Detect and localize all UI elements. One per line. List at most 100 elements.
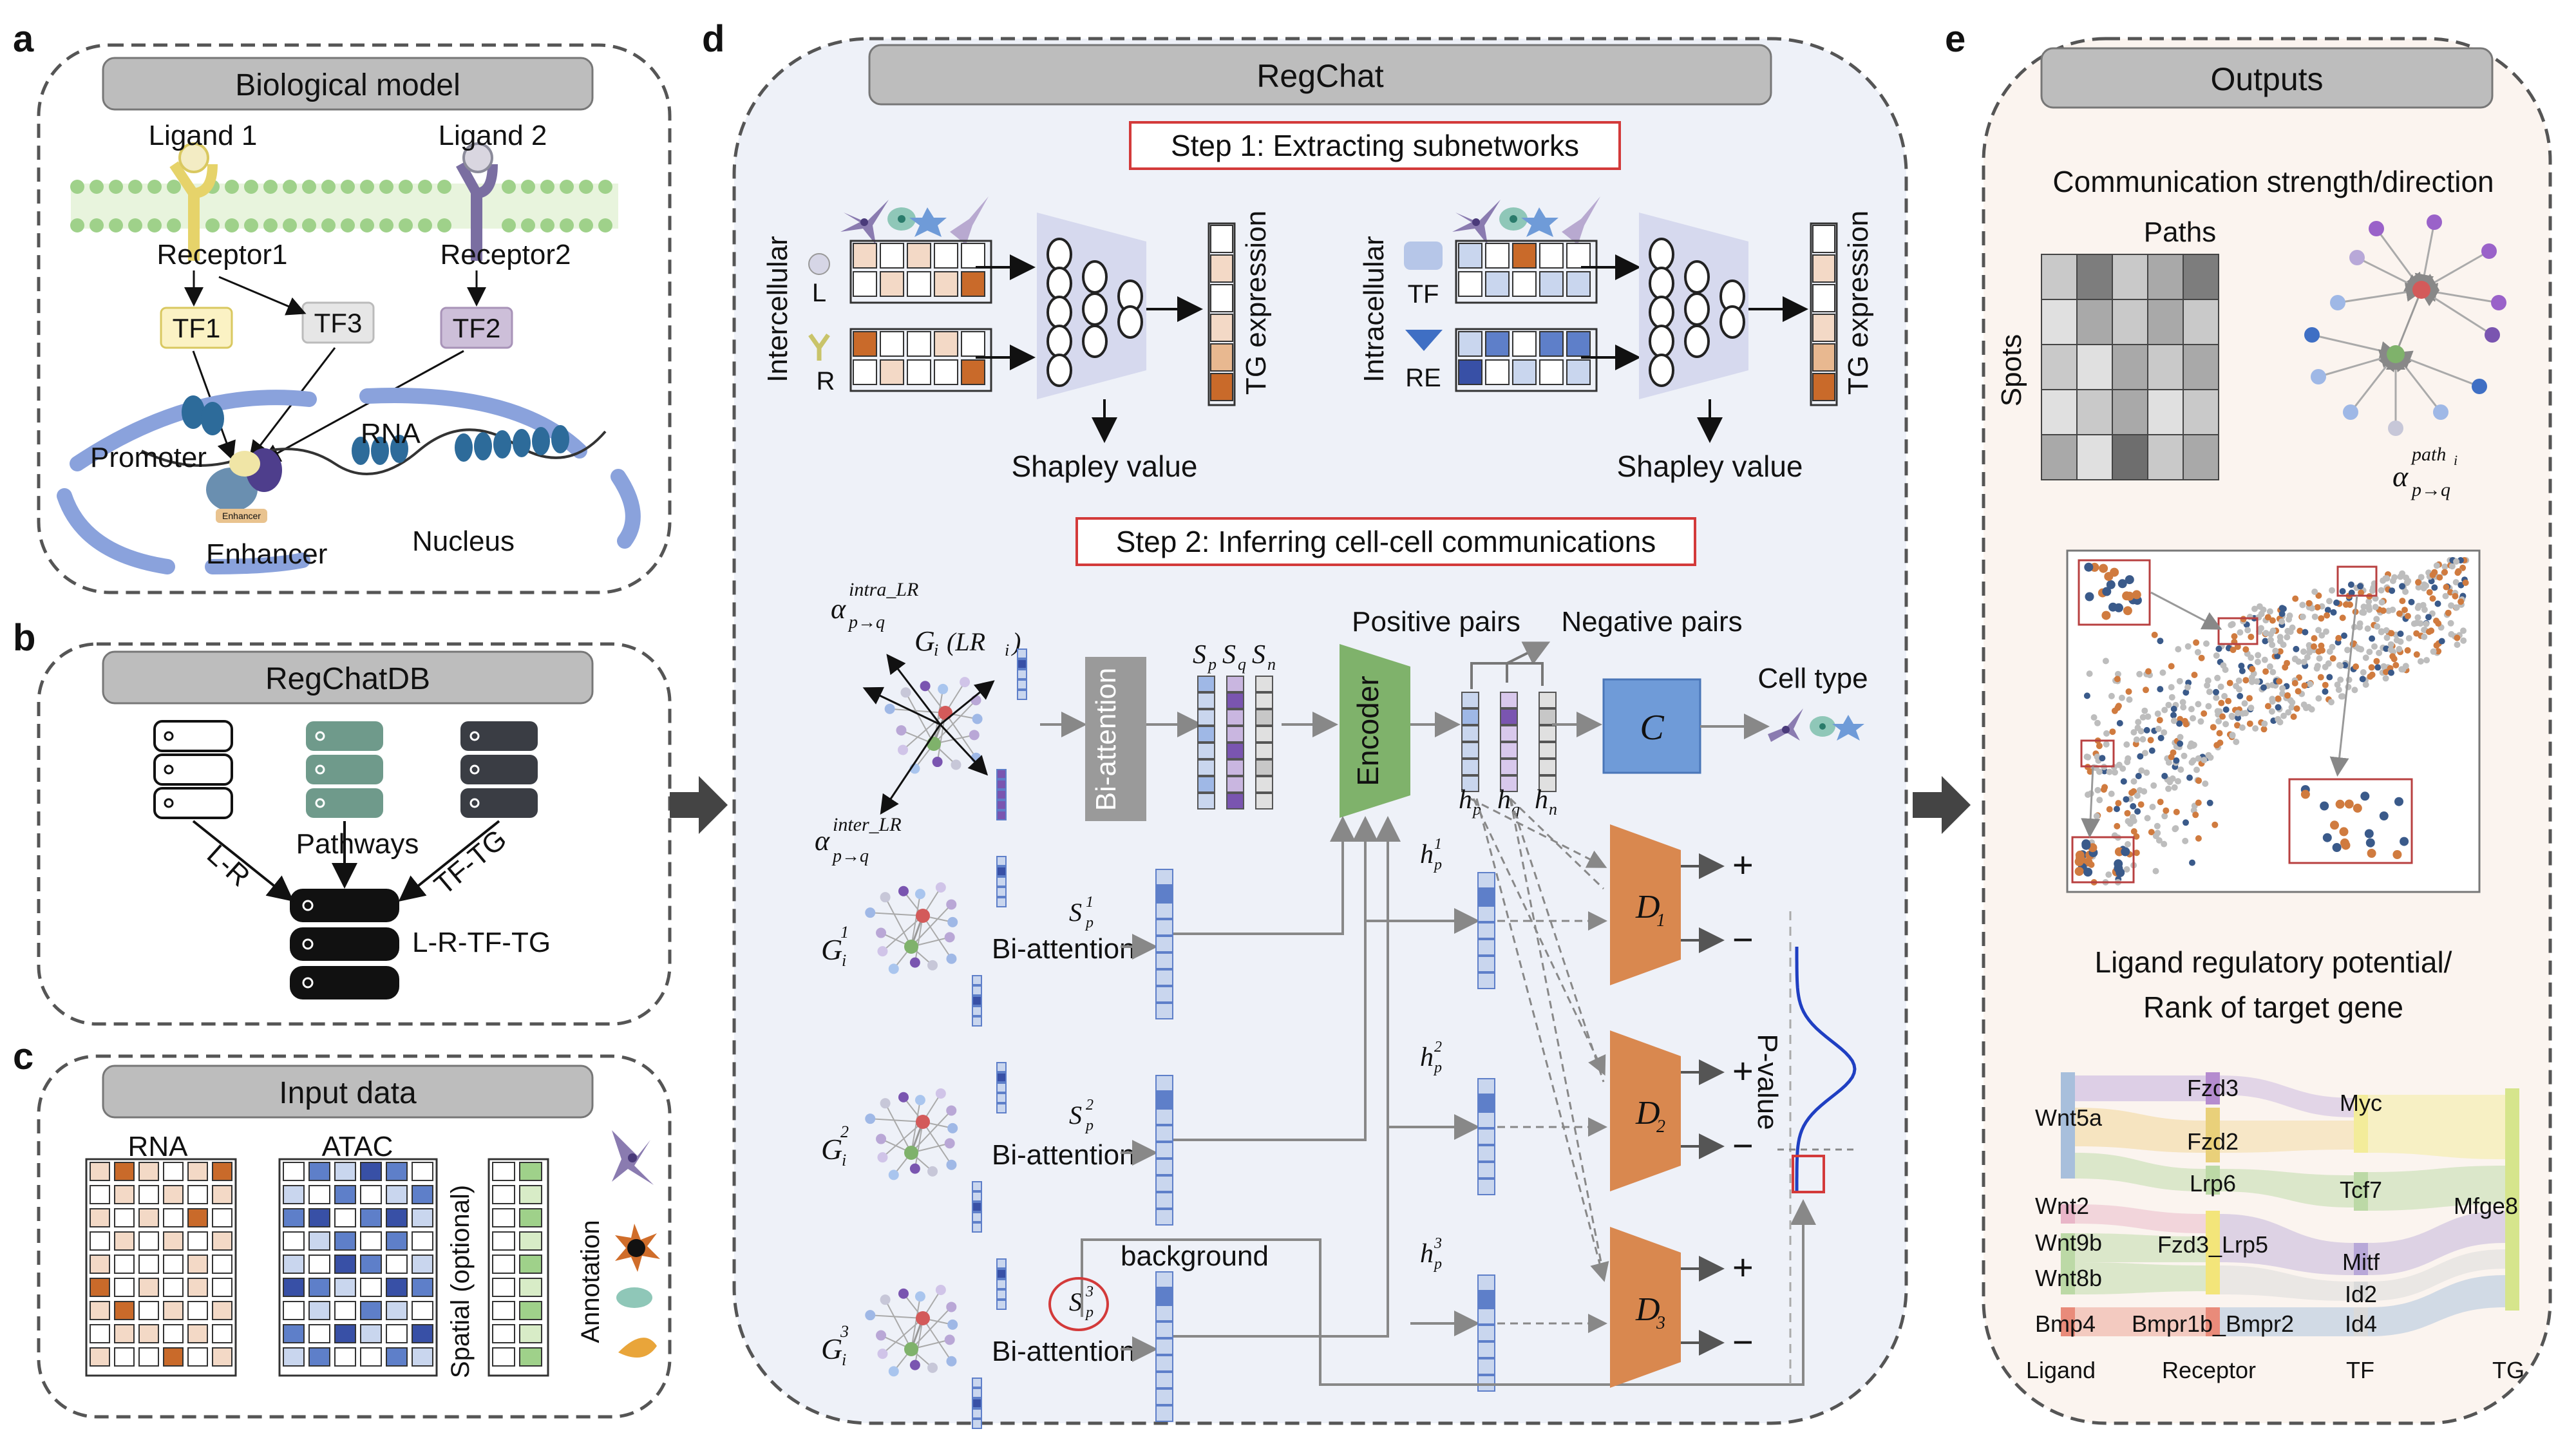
atac-cell [412, 1231, 433, 1251]
scatter-spot [2168, 684, 2175, 691]
graph-node [888, 1170, 899, 1180]
direction-node [2433, 404, 2448, 420]
scatter-spot [2278, 611, 2286, 618]
spatial-cell [492, 1185, 515, 1204]
s1-intracellular-re-matrix [1455, 328, 1598, 392]
atac-cell [386, 1231, 408, 1251]
s1-cell [853, 243, 877, 269]
scatter-spot [2128, 790, 2135, 796]
decoder-label-3: D [1635, 1291, 1660, 1328]
scatter-spot [2423, 620, 2430, 627]
scatter-spot [2262, 638, 2269, 645]
heatmap-cell [2112, 254, 2148, 300]
heatmap-cell [2041, 434, 2078, 480]
scatter-spot [2268, 708, 2275, 715]
zoom-spot [2132, 590, 2141, 600]
scatter-spot [2193, 766, 2200, 773]
rna-label: RNA [361, 418, 421, 450]
s-hat-vector-cell [1155, 1338, 1173, 1355]
scatter-spot [2423, 657, 2430, 664]
zoom-spot [2099, 564, 2108, 573]
heatmap-cell [2112, 299, 2148, 345]
scatter-spot [2234, 643, 2241, 650]
h-vector-cell [1461, 742, 1479, 759]
zoom-spot [2074, 867, 2084, 876]
rna-cell [187, 1255, 208, 1274]
graph-node [944, 1138, 955, 1149]
scatter-spot [2404, 612, 2411, 620]
zoom-spot [2125, 591, 2134, 601]
atac-cell [334, 1278, 356, 1297]
rna-cell [212, 1278, 232, 1297]
s-vector-cell [1255, 759, 1273, 776]
sankey-flow [2220, 1265, 2354, 1301]
scatter-spot [2376, 649, 2383, 656]
scatter-spot [2154, 710, 2161, 717]
s-vector-cell [1255, 692, 1273, 709]
decoder-1 [1610, 824, 1681, 985]
rna-cell [114, 1347, 135, 1367]
scatter-spot [2339, 588, 2346, 595]
s1-cell [934, 271, 958, 297]
graph-hub [927, 737, 941, 751]
scatter-spot [2134, 808, 2141, 815]
scatter-spot [2288, 704, 2295, 711]
scatter-spot [2111, 707, 2118, 714]
s1-left-network [1037, 213, 1146, 399]
rna-cell [114, 1255, 135, 1274]
paths-label: Paths [2144, 216, 2217, 248]
graph-node [914, 889, 925, 900]
direction-hub [2412, 281, 2430, 299]
zoom-spot [2367, 849, 2376, 858]
graph-node [944, 932, 955, 943]
receptor1-label: Receptor1 [156, 239, 287, 270]
scatter-spot [2258, 625, 2264, 632]
scatter-spot [2133, 736, 2140, 743]
atac-cell [360, 1301, 382, 1320]
scatter-spot [2215, 718, 2222, 724]
graph-hub [916, 1311, 930, 1325]
graph-gi-hat-2 [865, 1088, 958, 1180]
heatmap-cell [2183, 344, 2219, 390]
zoom-spot [2365, 838, 2375, 848]
spatial-cell [492, 1255, 515, 1274]
sankey-flow [2368, 1275, 2505, 1336]
rna-matrix [85, 1158, 237, 1377]
scatter-spot [2139, 714, 2146, 721]
scatter-spot [2452, 579, 2459, 586]
svg-text:p: p [1433, 1256, 1442, 1273]
s-hat-vector-cell [1155, 986, 1173, 1003]
scatter-spot [2114, 676, 2121, 683]
sankey-tf-label: Id4 [2345, 1311, 2377, 1337]
scatter-spot [2429, 571, 2436, 578]
atac-cell [386, 1301, 408, 1320]
scatter-spot [2093, 813, 2100, 820]
zoom-box [2080, 739, 2115, 768]
scatter-spot [2193, 639, 2200, 646]
atac-cell [360, 1278, 382, 1297]
tg-cell [1812, 225, 1835, 253]
scatter-spot [2413, 651, 2420, 658]
pathways-label: Pathways [296, 828, 419, 860]
zoom-spot [2344, 799, 2354, 809]
scatter-spot [2368, 664, 2375, 671]
panel-letter-a: a [13, 18, 34, 60]
scatter-spot [2318, 632, 2325, 639]
scatter-spot [2362, 681, 2369, 688]
rna-cell [114, 1278, 135, 1297]
scatter-spot [2195, 755, 2202, 762]
tg-cell [1210, 254, 1233, 283]
scatter-spot [2170, 705, 2177, 712]
scatter-spot [2217, 739, 2224, 746]
rna-cell [138, 1324, 159, 1343]
vector-cell [996, 1300, 1007, 1310]
plus-sign: + [1732, 844, 1754, 885]
sankey-flow [2220, 1121, 2354, 1153]
scatter-spot [2138, 767, 2145, 774]
vector-cell [972, 975, 982, 985]
scatter-spot [2339, 693, 2346, 700]
enhancer-label: Enhancer [206, 538, 327, 570]
scatter-spot [2114, 806, 2120, 813]
scatter-spot [2417, 658, 2424, 665]
heatmap-cell [2183, 434, 2219, 480]
